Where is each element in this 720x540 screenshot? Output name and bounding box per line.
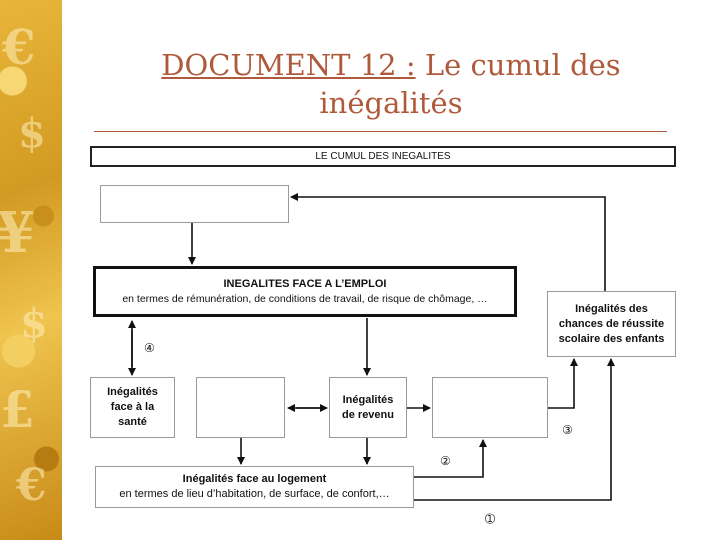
marker-1: ➀ (485, 512, 496, 526)
empty-box-middle-left (196, 377, 285, 438)
marker-3: ③ (562, 423, 573, 437)
title-document-number: DOCUMENT 12 : (161, 48, 416, 82)
revenu-label: Inégalités de revenu (342, 393, 394, 421)
currency-decoration-icon: £ (0, 380, 35, 439)
revenu-box: Inégalités de revenu (329, 377, 407, 438)
arrow-logement-to-chances (414, 358, 615, 501)
arrow-right-to-chances (548, 358, 578, 409)
currency-decoration-icon: $ (18, 110, 46, 157)
empty-box-middle-right (432, 377, 548, 438)
diagram-header: LE CUMUL DES INEGALITES (90, 146, 676, 167)
arrow-chances-to-top (290, 193, 606, 291)
arrow-logement-to-right (414, 439, 487, 478)
emploi-subtitle: en termes de rémunération, de conditions… (122, 292, 488, 305)
marker-4: ④ (144, 341, 155, 355)
chances-box: Inégalités des chances de réussite scola… (547, 291, 676, 357)
chances-label: Inégalités des chances de réussite scola… (558, 302, 665, 345)
title-text-line2: inégalités (319, 86, 463, 120)
marker-2: ② (440, 454, 451, 468)
currency-decoration-icon: $ (20, 300, 48, 347)
diagram-header-label: LE CUMUL DES INEGALITES (315, 151, 451, 162)
emploi-box: INEGALITES FACE A L’EMPLOI en termes de … (93, 266, 517, 317)
currency-decoration-icon: € (2, 20, 36, 76)
sante-label: Inégalités face à la santé (107, 386, 158, 428)
title-divider (94, 131, 667, 132)
logement-title: Inégalités face au logement (182, 473, 327, 485)
title-text-line1: Le cumul des (415, 48, 621, 82)
emploi-title: INEGALITES FACE A L’EMPLOI (223, 277, 387, 290)
logement-box: Inégalités face au logement en termes de… (95, 466, 414, 508)
sante-box: Inégalités face à la santé (90, 377, 175, 438)
page-title: DOCUMENT 12 : Le cumul des inégalités (62, 46, 720, 122)
currency-decoration-icon: ¥ (0, 200, 35, 266)
currency-decoration-icon: € (16, 460, 47, 511)
logement-subtitle: en termes de lieu d’habitation, de surfa… (119, 488, 390, 500)
decorative-side-band: € $ ¥ $ £ € (0, 0, 62, 540)
empty-box-top (100, 185, 289, 223)
